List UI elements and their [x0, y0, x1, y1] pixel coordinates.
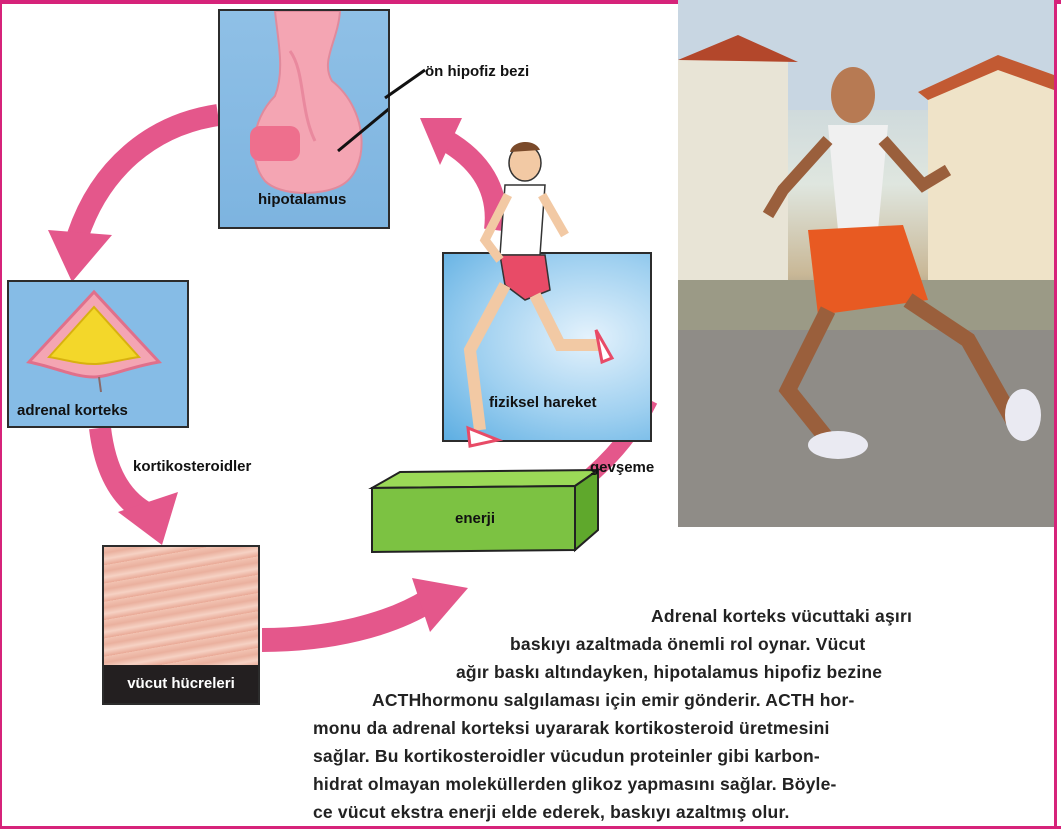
runner-photo [678, 0, 1054, 527]
paragraph-line-3: ağır baskı altındayken, hipotalamus hipo… [456, 662, 882, 683]
runner-photo-scene [678, 0, 1054, 527]
paragraph-line-8: ce vücut ekstra enerji elde ederek, bask… [313, 802, 790, 823]
paragraph-line-5: monu da adrenal korteksi uyararak kortik… [313, 718, 830, 739]
paragraph-line-7: hidrat olmayan moleküllerden glikoz yapm… [313, 774, 837, 795]
paragraph-line-4: ACTHhormonu salgılaması için emir gönder… [372, 690, 855, 711]
paragraph-line-1: Adrenal korteks vücuttaki aşırı [651, 606, 912, 627]
paragraph-line-6: sağlar. Bu kortikosteroidler vücudun pro… [313, 746, 820, 767]
paragraph-line-2: baskıyı azaltmada önemli rol oynar. Vücu… [510, 634, 865, 655]
